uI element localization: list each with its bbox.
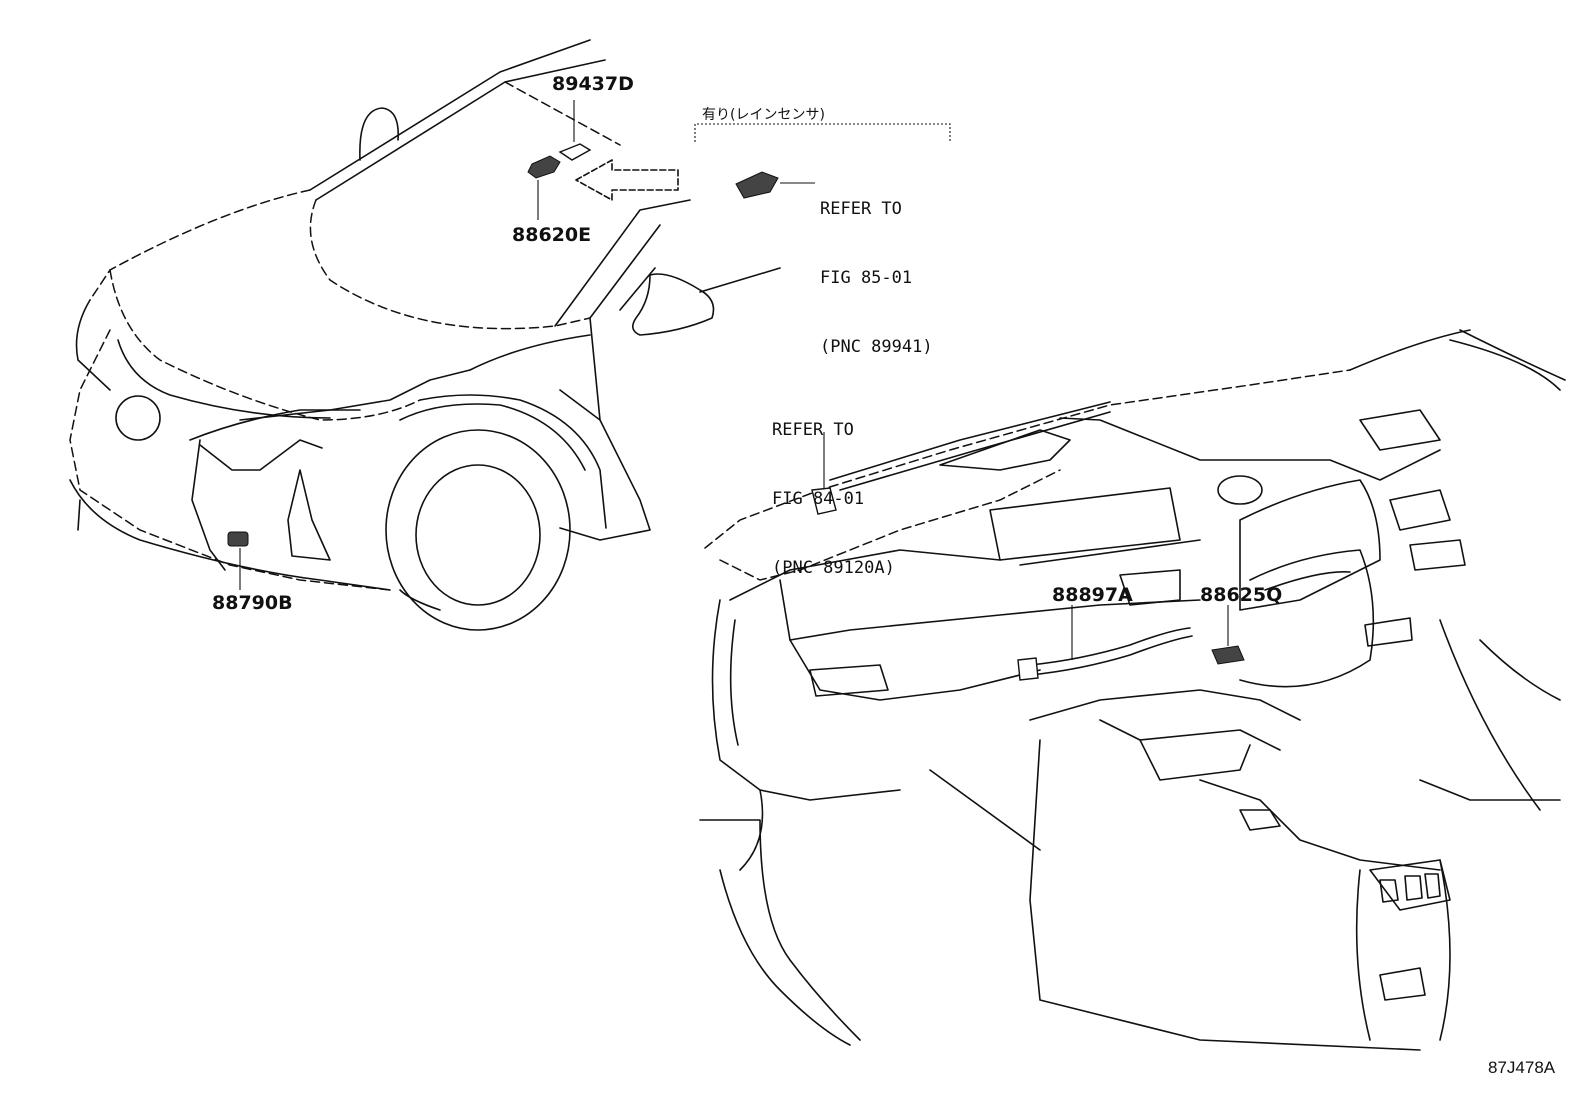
part-label-89437d: 89437D [552, 73, 634, 95]
vehicle-front-view [69, 39, 781, 631]
refer-dash-line3: (PNC 89120A) [772, 558, 895, 578]
refer-rain-line3: (PNC 89941) [820, 337, 933, 357]
part-label-88620e: 88620E [512, 224, 592, 246]
refer-dash-sensor: REFER TO FIG 84-01 (PNC 89120A) [772, 373, 895, 603]
figure-id: 87J478A [1488, 1058, 1556, 1077]
refer-dash-line2: FIG 84-01 [772, 489, 865, 509]
refer-dash-line1: REFER TO [772, 420, 854, 440]
refer-rain-line2: FIG 85-01 [820, 268, 913, 288]
refer-rain-line1: REFER TO [820, 199, 902, 219]
interior-dashboard-view [699, 329, 1566, 1051]
part-label-88625q: 88625Q [1200, 584, 1283, 606]
part-label-88897a: 88897A [1052, 584, 1133, 606]
refer-rain-sensor: REFER TO FIG 85-01 (PNC 89941) [820, 152, 933, 382]
part-label-88790b: 88790B [212, 592, 293, 614]
rain-sensor-assembly [527, 100, 951, 220]
rain-sensor-note: 有り(レインセンサ) [702, 107, 825, 123]
